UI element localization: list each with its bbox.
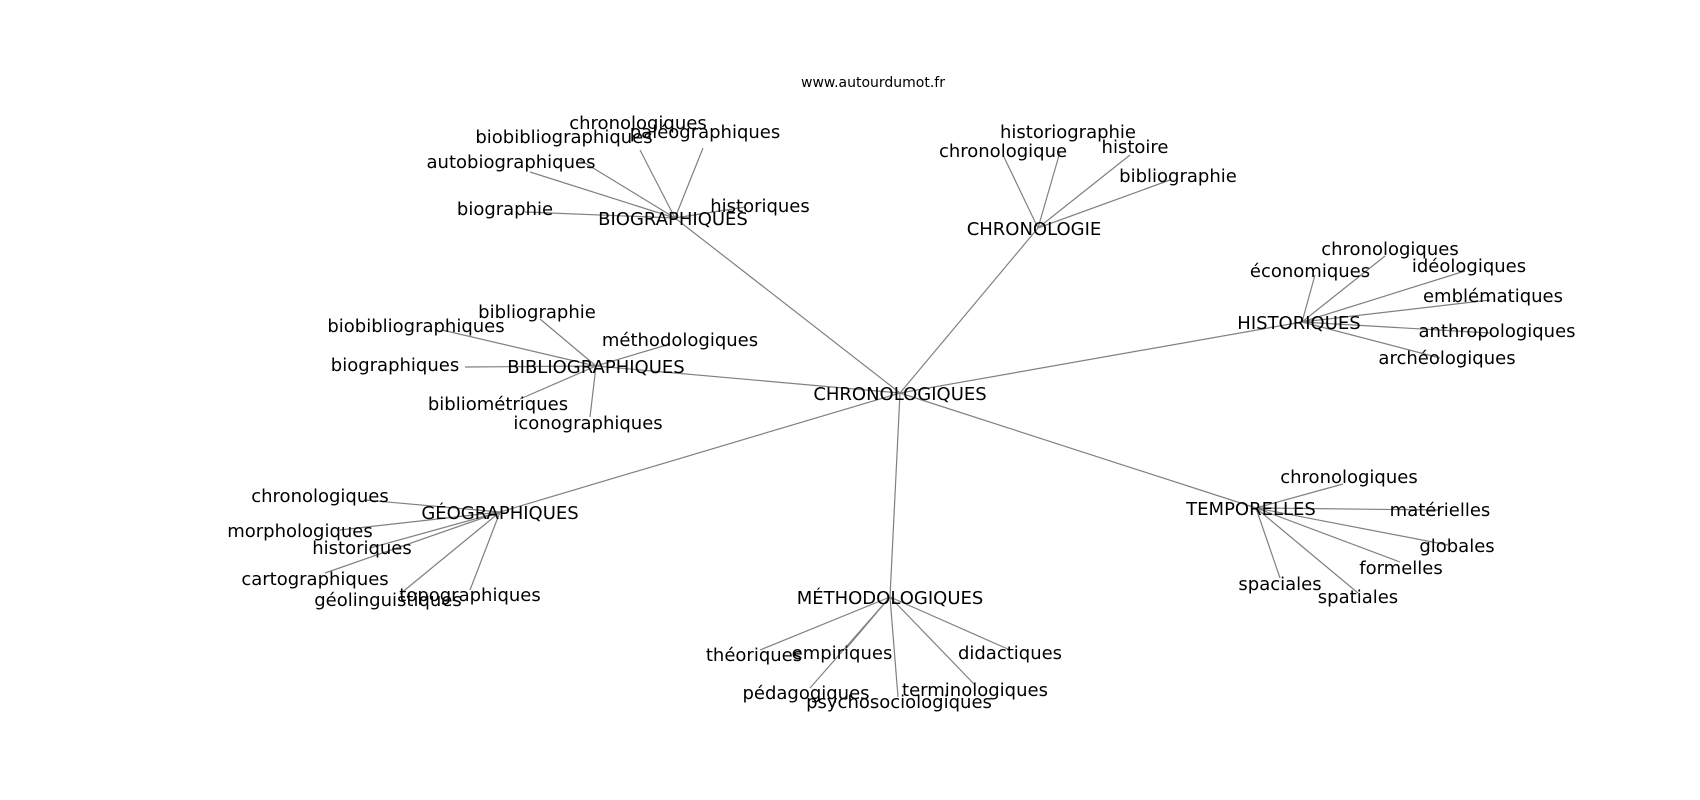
hub-label-historiques: HISTORIQUES	[1237, 313, 1360, 334]
leaf-label-historiques-5: archéologiques	[1378, 348, 1515, 369]
leaf-label-bibliographiques-0: bibliographie	[478, 302, 596, 323]
edge-chronologie-1	[1002, 154, 1039, 229]
leaf-label-methodologiques-0: théoriques	[706, 645, 802, 666]
leaf-label-temporelles-2: globales	[1419, 536, 1494, 557]
edge-historiques-3	[1301, 299, 1491, 323]
edge-biographiques-2	[529, 171, 676, 219]
edge-geographiques-0	[364, 499, 501, 513]
edge-chronologie-0	[1037, 151, 1061, 229]
leaf-label-methodologiques-2: didactiques	[958, 643, 1062, 664]
edge-methodologiques-0	[759, 596, 891, 651]
leaf-label-historiques-4: anthropologiques	[1418, 321, 1575, 342]
edge-geographiques-1	[339, 511, 501, 531]
leaf-label-bibliographiques-1: biobibliographiques	[327, 316, 504, 337]
edge-temporelles-0	[1255, 483, 1344, 509]
edge-methodologiques-5	[889, 596, 899, 698]
edge-center-methodologiques	[889, 392, 901, 598]
edge-center-biographiques	[674, 217, 901, 394]
edge-center-bibliographiques	[595, 365, 901, 394]
source-label: www.autourdumot.fr	[801, 75, 945, 91]
labels-layer: CHRONOLOGIQUES BIOGRAPHIQUES chronologique…	[227, 113, 1575, 713]
edge-biographiques-5	[524, 211, 676, 219]
edge-geographiques-3	[324, 511, 501, 574]
edge-bibliographiques-0	[539, 318, 597, 367]
leaf-label-biographiques-4: historiques	[710, 196, 810, 217]
edge-bibliographiques-2	[595, 343, 671, 367]
edge-chronologie-3	[1037, 179, 1171, 229]
leaf-label-biographiques-2: autobiographiques	[427, 152, 596, 173]
edge-methodologiques-2	[889, 596, 1011, 651]
edge-historiques-1	[1301, 274, 1316, 323]
edge-temporelles-4	[1255, 507, 1281, 579]
edge-center-historiques	[899, 321, 1303, 394]
leaf-label-chronologie-1: chronologique	[939, 141, 1067, 162]
hub-label-biographiques: BIOGRAPHIQUES	[598, 209, 748, 230]
edge-bibliographiques-4	[519, 365, 597, 400]
edge-bibliographiques-1	[441, 329, 597, 367]
leaf-label-geographiques-5: topographiques	[399, 585, 541, 606]
hub-label-methodologiques: MÉTHODOLOGIQUES	[797, 587, 984, 609]
leaf-label-chronologie-3: bibliographie	[1119, 166, 1237, 187]
leaf-label-chronologie-0: historiographie	[1000, 122, 1136, 143]
leaf-label-methodologiques-3: pédagogiques	[742, 683, 869, 704]
edge-temporelles-3	[1255, 507, 1401, 563]
edge-temporelles-2	[1255, 507, 1449, 546]
edge-temporelles-1	[1255, 507, 1441, 511]
center-node-label: CHRONOLOGIQUES	[813, 384, 986, 405]
hub-label-temporelles: TEMPORELLES	[1185, 499, 1316, 520]
leaf-label-geographiques-0: chronologiques	[251, 486, 388, 507]
edge-center-temporelles	[899, 392, 1257, 509]
leaf-label-methodologiques-4: terminologiques	[902, 680, 1048, 701]
edge-historiques-4	[1301, 321, 1491, 334]
edge-biographiques-0	[639, 149, 676, 219]
leaf-label-temporelles-0: chronologiques	[1280, 467, 1417, 488]
edge-chronologie-2	[1037, 154, 1131, 229]
edge-geographiques-4	[399, 511, 501, 595]
edge-bibliographiques-5	[589, 365, 597, 418]
leaf-label-biographiques-1: biobibliographiques	[475, 127, 652, 148]
edge-biographiques-4	[674, 206, 746, 219]
edges-layer	[324, 147, 1491, 698]
hub-label-bibliographiques: BIBLIOGRAPHIQUES	[507, 357, 684, 378]
leaf-label-temporelles-5: spatiales	[1318, 587, 1398, 608]
leaf-label-bibliographiques-3: biographiques	[331, 355, 459, 376]
leaf-label-geographiques-1: morphologiques	[227, 521, 373, 542]
leaf-label-biographiques-3: paléographiques	[630, 122, 781, 143]
leaf-label-geographiques-4: géolinguistiques	[314, 590, 461, 611]
leaf-label-historiques-2: idéologiques	[1412, 256, 1526, 277]
edge-center-chronologie	[899, 227, 1039, 394]
leaf-label-historiques-0: chronologiques	[1321, 239, 1458, 260]
leaf-label-geographiques-2: historiques	[312, 538, 412, 559]
edge-geographiques-2	[369, 511, 501, 549]
edge-biographiques-1	[579, 159, 676, 219]
hub-label-chronologie: CHRONOLOGIE	[967, 219, 1102, 240]
leaf-label-bibliographiques-5: iconographiques	[513, 413, 662, 434]
edge-biographiques-3	[674, 147, 704, 219]
leaf-label-methodologiques-5: psychosociologiques	[806, 692, 992, 713]
leaf-label-methodologiques-1: empiriques	[792, 643, 893, 664]
edge-center-geographiques	[499, 392, 901, 513]
edge-bibliographiques-3	[464, 365, 597, 368]
leaf-label-bibliographiques-4: bibliométriques	[428, 394, 568, 415]
leaf-label-geographiques-3: cartographiques	[241, 569, 388, 590]
edge-methodologiques-4	[889, 596, 976, 686]
edge-historiques-2	[1301, 270, 1466, 323]
leaf-label-chronologie-2: histoire	[1102, 137, 1169, 158]
leaf-label-temporelles-3: formelles	[1359, 558, 1443, 579]
edge-historiques-5	[1301, 321, 1441, 359]
hub-label-geographiques: GÉOGRAPHIQUES	[421, 502, 578, 524]
edge-geographiques-5	[469, 511, 501, 591]
leaf-label-temporelles-1: matérielles	[1390, 500, 1491, 521]
leaf-label-bibliographiques-2: méthodologiques	[602, 330, 758, 351]
leaf-label-biographiques-0: chronologiques	[569, 113, 706, 134]
edge-temporelles-5	[1255, 507, 1359, 594]
leaf-label-biographiques-5: biographie	[457, 199, 553, 220]
leaf-label-historiques-3: emblématiques	[1423, 286, 1563, 307]
leaf-label-historiques-1: économiques	[1250, 261, 1370, 282]
edge-historiques-0	[1301, 255, 1386, 323]
edge-methodologiques-3	[809, 596, 891, 689]
leaf-label-temporelles-4: spaciales	[1238, 574, 1321, 595]
